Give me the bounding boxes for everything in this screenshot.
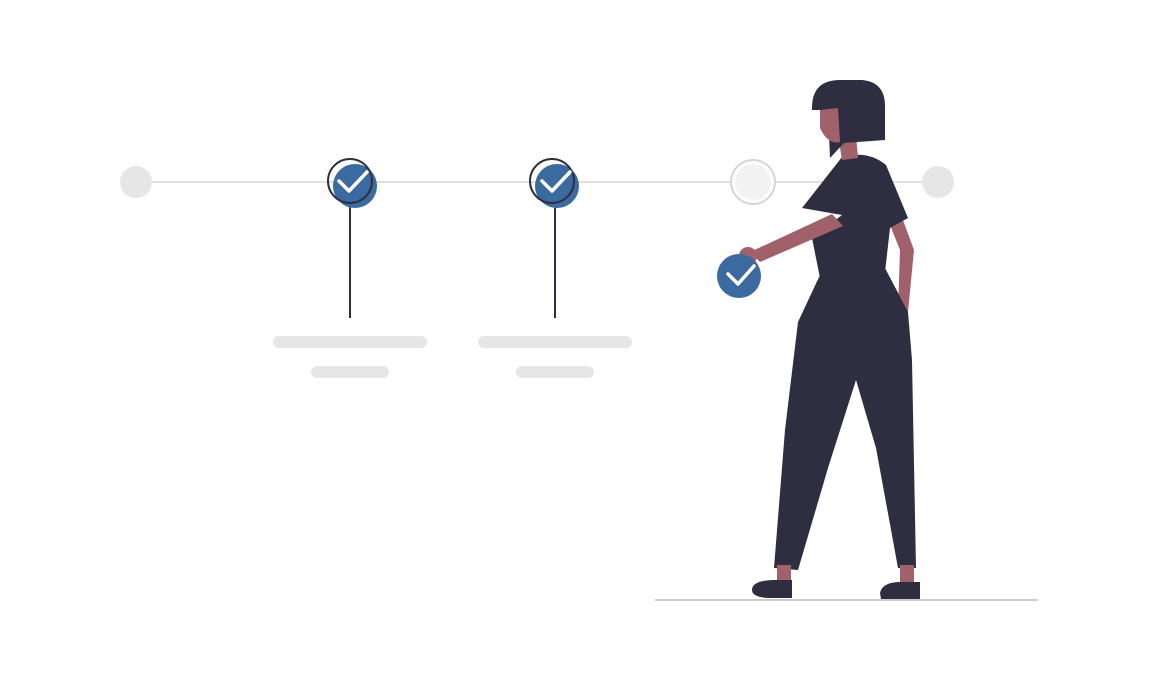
person-ankle-right	[900, 565, 914, 585]
step-4-pending	[730, 159, 776, 205]
person-face	[820, 108, 840, 143]
person-shoe-left	[752, 580, 792, 598]
step-2-title-placeholder	[273, 336, 427, 348]
step-2-ring	[327, 158, 373, 204]
step-4-ring-inner	[735, 164, 771, 200]
step-3-subtitle-placeholder	[516, 366, 594, 378]
person-shirt	[802, 154, 908, 278]
step-2-completed	[273, 158, 427, 378]
check-icon	[337, 170, 369, 193]
person-figure	[739, 80, 920, 599]
person-trousers	[774, 268, 916, 570]
check-icon	[726, 264, 756, 286]
step-5-dot	[922, 166, 954, 198]
check-icon	[540, 170, 572, 193]
held-check-badge	[717, 254, 761, 298]
step-3-ring	[529, 158, 575, 204]
step-3-completed	[478, 158, 632, 378]
person-front-arm	[750, 214, 843, 262]
step-2-subtitle-placeholder	[311, 366, 389, 378]
step-3-title-placeholder	[478, 336, 632, 348]
step-1-dot	[120, 166, 152, 198]
person-shoe-right	[880, 582, 920, 599]
person-back-arm	[888, 212, 914, 312]
held-badge-circle	[717, 254, 761, 298]
